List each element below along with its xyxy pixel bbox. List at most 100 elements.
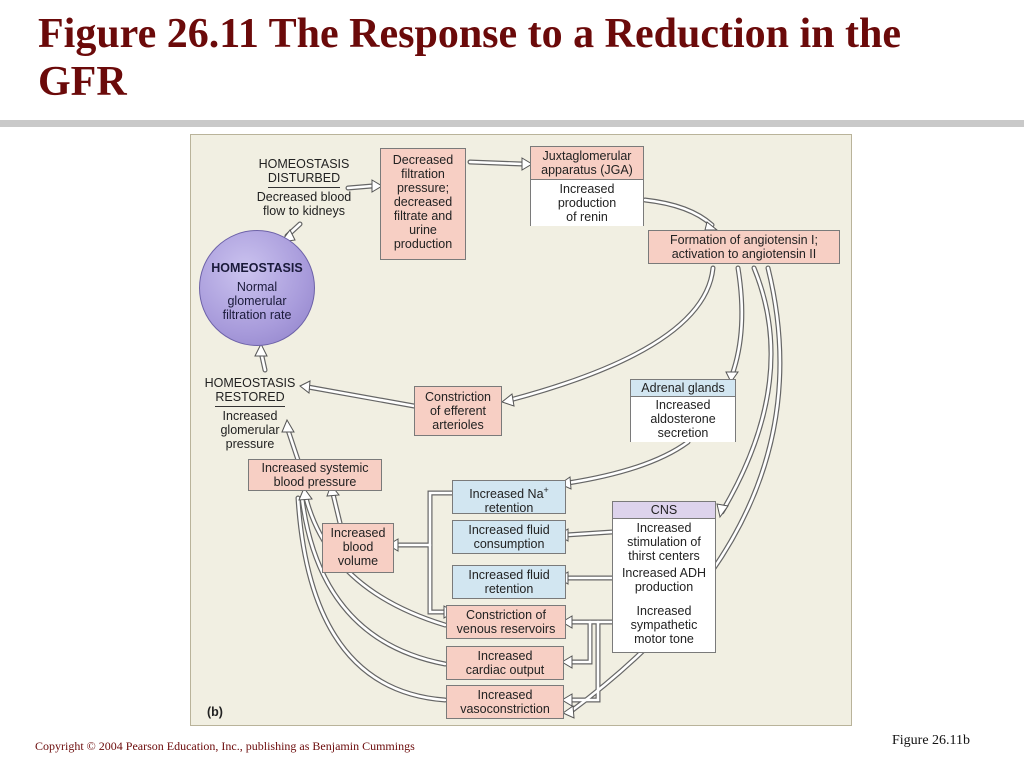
angiotensin-line-1: Formation of angiotensin I; xyxy=(670,233,818,247)
arrowhead xyxy=(561,705,575,719)
angiotensin-box: Formation of angiotensin I; activation t… xyxy=(648,230,840,264)
jga-title-2: apparatus (JGA) xyxy=(541,163,633,177)
fluid-consumption-box: Increased fluid consumption xyxy=(452,520,566,554)
efferent-line-3: arterioles xyxy=(432,418,484,432)
jga-title-1: Juxtaglomerular xyxy=(542,149,632,163)
arrow-cns-to-cardiac xyxy=(567,619,593,665)
disturbed-line-1: Decreased blood xyxy=(256,190,352,204)
filtration-line-5: filtrate and xyxy=(393,209,453,223)
angiotensin-line-2: activation to angiotensin II xyxy=(671,247,817,261)
arrowhead xyxy=(254,342,268,357)
restored-line-3: pressure xyxy=(225,437,275,451)
restored-line-1: Increased xyxy=(222,409,278,423)
vasocon-line-2: vasoconstriction xyxy=(460,702,550,716)
arrowhead xyxy=(561,693,573,707)
homeostasis-disturbed-label: HOMEOSTASIS DISTURBED Decreased blood fl… xyxy=(240,157,368,218)
filtration-line-1: Decreased xyxy=(392,153,454,167)
volume-line-2: blood xyxy=(342,540,374,554)
consumption-line-2: consumption xyxy=(473,537,545,551)
homeostasis-circle: HOMEOSTASIS Normal glomerular filtration… xyxy=(199,230,315,346)
filtration-line-2: filtration xyxy=(401,167,445,181)
arrowhead xyxy=(521,157,533,171)
title-divider xyxy=(0,120,1024,127)
na-line-2: retention xyxy=(484,501,534,516)
filtration-line-7: production xyxy=(393,237,453,251)
systemic-line-1: Increased systemic xyxy=(261,461,369,475)
vasocon-line-1: Increased xyxy=(477,688,533,702)
venous-line-2: venous reservoirs xyxy=(456,622,556,636)
cns-item-1-line-1: Increased xyxy=(636,521,692,535)
cns-item-2-line-1: Increased ADH xyxy=(621,566,707,580)
slide-title: Figure 26.11 The Response to a Reduction… xyxy=(38,11,902,105)
disturbed-line-2: flow to kidneys xyxy=(263,204,345,218)
jga-line-1: Increased xyxy=(559,182,615,196)
homeostasis-line-2: glomerular xyxy=(227,294,287,308)
arrowhead xyxy=(298,486,313,501)
arrowhead xyxy=(725,371,739,383)
figure-reference: Figure 26.11b xyxy=(892,733,971,748)
disturbed-heading-1: HOMEOSTASIS xyxy=(258,157,350,171)
efferent-line-2: of efferent xyxy=(429,404,487,418)
systemic-bp-box: Increased systemic blood pressure xyxy=(248,459,382,491)
homeostasis-restored-label: HOMEOSTASIS RESTORED Increased glomerula… xyxy=(190,376,310,451)
adrenal-glands-box: Adrenal glands Increased aldosterone sec… xyxy=(630,379,736,442)
arrow-adrenal-to-na xyxy=(565,439,691,486)
na-retention-box: Increased Na+ retention xyxy=(452,480,566,516)
restored-heading-2: RESTORED xyxy=(215,390,285,407)
jga-box: Juxtaglomerular apparatus (JGA) Increase… xyxy=(530,146,644,226)
filtration-line-3: pressure; xyxy=(396,181,450,195)
cns-item-2-line-2: production xyxy=(634,580,694,594)
copyright-footer: Copyright © 2004 Pearson Education, Inc.… xyxy=(35,739,415,753)
decreased-filtration-box: Decreased filtration pressure; decreased… xyxy=(380,148,466,260)
systemic-line-2: blood pressure xyxy=(273,475,357,489)
adrenal-line-3: secretion xyxy=(657,426,709,440)
cns-box: CNS Increased stimulation of thirst cent… xyxy=(612,501,716,653)
efferent-constriction-box: Constriction of efferent arterioles xyxy=(414,386,502,436)
restored-line-2: glomerular xyxy=(220,423,280,437)
homeostasis-line-3: filtration rate xyxy=(222,308,292,322)
volume-line-3: volume xyxy=(337,554,379,568)
cns-item-3-line-1: Increased xyxy=(636,604,692,618)
cns-item-1-line-2: stimulation of xyxy=(627,535,701,549)
arrowhead xyxy=(500,393,515,407)
na-line-1: Increased Na xyxy=(469,487,544,502)
jga-line-3: of renin xyxy=(566,210,608,224)
adrenal-line-1: Increased xyxy=(655,398,711,412)
cns-title: CNS xyxy=(613,502,715,519)
arrow-na-to-bloodvolume xyxy=(427,490,455,615)
cns-item-3-line-3: motor tone xyxy=(634,632,694,646)
adrenal-line-2: aldosterone xyxy=(650,412,716,426)
cns-item-1-line-3: thirst centers xyxy=(628,549,700,563)
blood-volume-box: Increased blood volume xyxy=(322,523,394,573)
homeostasis-line-1: Normal xyxy=(236,280,278,294)
panel-label: (b) xyxy=(207,705,223,719)
arrowhead xyxy=(561,615,573,629)
arrow-jga-to-angiotensin xyxy=(642,197,715,228)
restored-heading-1: HOMEOSTASIS xyxy=(204,376,296,390)
arrowhead xyxy=(299,380,311,394)
cardiac-line-1: Increased xyxy=(477,649,533,663)
retention-line-1: Increased fluid xyxy=(468,568,550,582)
filtration-line-4: decreased xyxy=(393,195,453,209)
cardiac-output-box: Increased cardiac output xyxy=(446,646,564,680)
venous-line-1: Constriction of xyxy=(466,608,546,622)
efferent-line-1: Constriction xyxy=(425,390,491,404)
adrenal-title: Adrenal glands xyxy=(631,380,735,397)
jga-line-2: production xyxy=(557,196,617,210)
arrowhead xyxy=(371,179,383,193)
filtration-line-6: urine xyxy=(409,223,437,237)
retention-line-2: retention xyxy=(484,582,534,596)
arrowhead xyxy=(561,655,573,669)
volume-line-1: Increased xyxy=(330,526,386,540)
na-superscript: + xyxy=(543,485,549,495)
disturbed-heading-2: DISTURBED xyxy=(267,171,341,188)
arrowhead xyxy=(281,418,295,433)
consumption-line-1: Increased fluid xyxy=(468,523,550,537)
fluid-retention-box: Increased fluid retention xyxy=(452,565,566,599)
homeostasis-heading: HOMEOSTASIS xyxy=(211,261,303,275)
cardiac-line-2: cardiac output xyxy=(465,663,545,677)
cns-item-3-line-2: sympathetic xyxy=(630,618,698,632)
vasoconstriction-box: Increased vasoconstriction xyxy=(446,685,564,719)
venous-constriction-box: Constriction of venous reservoirs xyxy=(446,605,566,639)
